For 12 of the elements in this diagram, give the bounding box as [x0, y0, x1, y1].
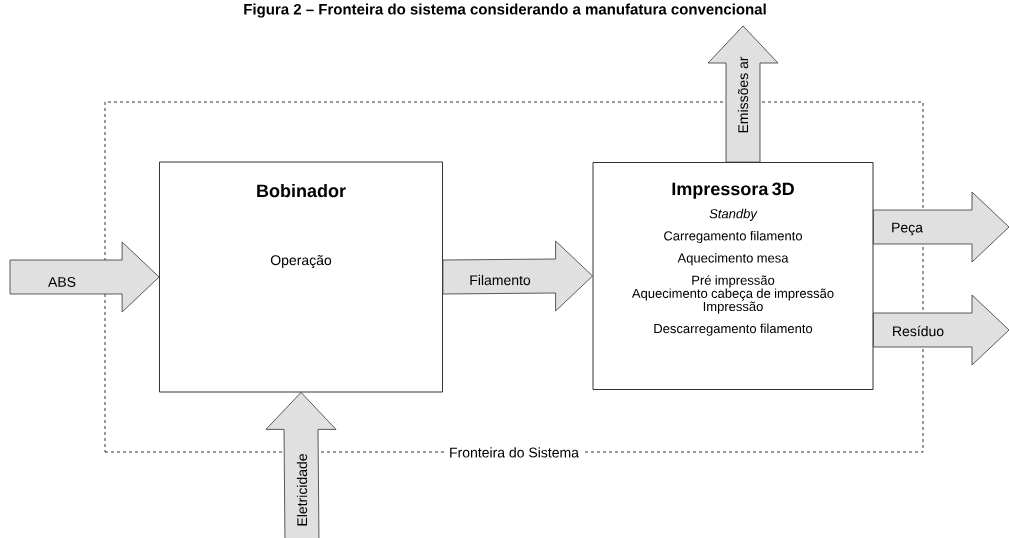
edge-label: Filamento: [470, 274, 531, 286]
block-arrow: [442, 240, 593, 312]
block-arrow: [9, 241, 160, 313]
block-arrow: [873, 191, 1009, 263]
process-box: Impressora 3D Standby Carregamento filamento Aquecimento mesa Pré impressão Aquecimento cabeça de impressão Impressão Descarregamento filamento: [592, 162, 874, 390]
figure-title: Figura 2 – Fronteira do sistema considerando a manufatura convencional: [244, 3, 766, 18]
edge-label: ABS: [48, 277, 76, 287]
edge-label: Peça: [892, 222, 923, 236]
block-arrow: [265, 392, 337, 538]
block-arrow: [707, 25, 779, 163]
block-arrow: [873, 294, 1009, 366]
process-box: Bobinador Operação: [159, 161, 443, 393]
